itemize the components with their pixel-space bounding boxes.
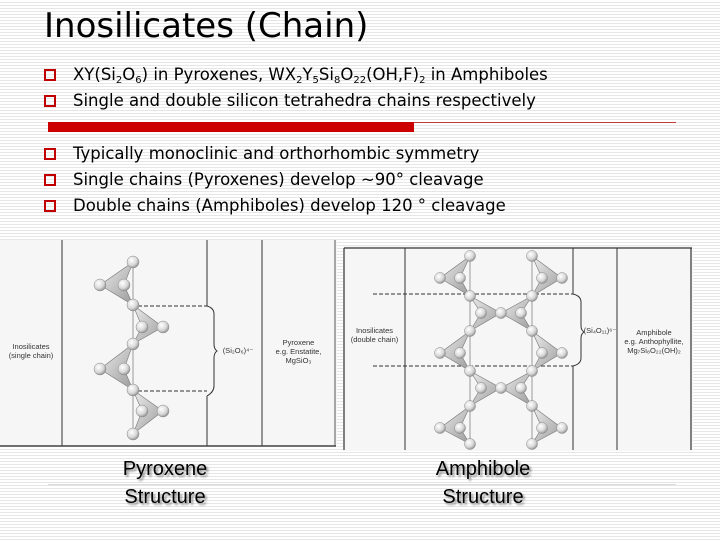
pyroxene-structure-figure: Inosilicates (single chain) (Si₂O₆)⁴⁻ Py… bbox=[0, 240, 337, 447]
amphibole-structure-figure: Inosilicates (double chain) (Si₄O₁₁)⁶⁻ A… bbox=[343, 246, 693, 451]
caption-divider bbox=[48, 484, 676, 485]
square-bullet-icon bbox=[44, 69, 56, 81]
bullet-text: Typically monoclinic and orthorhombic sy… bbox=[73, 144, 480, 163]
bullet-item-chains: Single and double silicon tetrahedra cha… bbox=[44, 89, 536, 113]
amphibole-mineral-label: Amphibole e.g. Anthophyllite, Mg₇Si₈O₂₂(… bbox=[624, 328, 684, 355]
amphibole-unit-formula: (Si₄O₁₁)⁶⁻ bbox=[583, 326, 617, 335]
pyroxene-chain-diagram bbox=[0, 240, 336, 447]
slide-title: Inosilicates (Chain) bbox=[44, 6, 369, 46]
amphibole-class-label: Inosilicates (double chain) bbox=[350, 326, 399, 344]
pyroxene-caption: Pyroxene Structure bbox=[122, 458, 208, 508]
bullet-item-symmetry: Typically monoclinic and orthorhombic sy… bbox=[44, 142, 479, 166]
bullet-text: Double chains (Amphiboles) develop 120 °… bbox=[73, 196, 506, 215]
bullet-item-pyroxene-cleavage: Single chains (Pyroxenes) develop ~90° c… bbox=[44, 168, 484, 192]
square-bullet-icon bbox=[44, 148, 56, 160]
divider-bar-thick bbox=[48, 122, 414, 132]
square-bullet-icon bbox=[44, 95, 56, 107]
pyroxene-class-label: Inosilicates (single chain) bbox=[8, 342, 54, 360]
pyroxene-mineral-label: Pyroxene e.g. Enstatite, MgSiO₃ bbox=[275, 338, 322, 365]
bullet-text: Single and double silicon tetrahedra cha… bbox=[73, 91, 536, 110]
bullet-text: Single chains (Pyroxenes) develop ~90° c… bbox=[73, 170, 484, 189]
divider-line-thin bbox=[414, 122, 676, 123]
bullet-item-formulas: XY(Si2O6) in Pyroxenes, WX2Y5Si8O22(OH,F… bbox=[44, 63, 548, 87]
bullet-text: XY(Si2O6) in Pyroxenes, WX2Y5Si8O22(OH,F… bbox=[73, 65, 548, 86]
amphibole-double-chain-diagram bbox=[343, 247, 692, 450]
pyroxene-unit-formula: (Si₂O₆)⁴⁻ bbox=[222, 346, 254, 355]
square-bullet-icon bbox=[44, 200, 56, 212]
amphibole-caption: Amphibole Structure bbox=[435, 458, 531, 508]
square-bullet-icon bbox=[44, 174, 56, 186]
bullet-item-amphibole-cleavage: Double chains (Amphiboles) develop 120 °… bbox=[44, 194, 506, 218]
